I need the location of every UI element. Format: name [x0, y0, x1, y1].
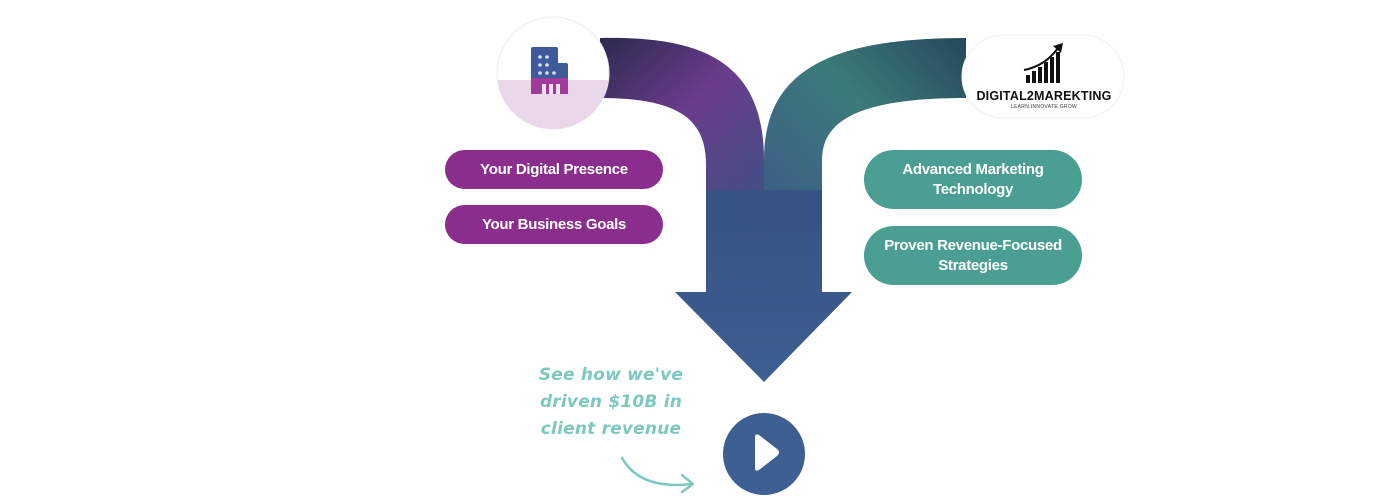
logo-tagline: LEARN.INNOVATE.GROW [1010, 104, 1078, 110]
pill-proven-revenue-strategies: Proven Revenue-Focused Strategies [864, 226, 1082, 285]
logo-name: DIGITAL2MAREKTING [976, 89, 1112, 103]
growth-bar-chart-arrow-icon [1023, 43, 1063, 83]
play-video-button[interactable] [723, 413, 805, 495]
right-arrow-branch [764, 38, 966, 200]
office-building-icon [531, 47, 568, 94]
cta-line: driven $10B in [539, 392, 683, 412]
pill-your-digital-presence: Your Digital Presence [445, 150, 663, 189]
pill-label: Proven Revenue-Focused Strategies [884, 236, 1062, 274]
cta-line: See how we've [538, 365, 684, 385]
pill-label: Your Digital Presence [480, 160, 628, 178]
pill-label: Your Business Goals [481, 215, 627, 233]
business-icon-circle [496, 16, 610, 130]
pill-your-business-goals: Your Business Goals [445, 205, 663, 244]
left-arrow-branch [600, 37, 764, 200]
merged-arrow-head [675, 190, 852, 382]
pill-label: Advanced Marketing Technology [902, 160, 1044, 198]
play-icon [755, 434, 779, 471]
pill-advanced-marketing-technology: Advanced Marketing Technology [864, 150, 1082, 209]
digital2marekting-logo-badge [961, 34, 1125, 119]
cta-line: client revenue [540, 419, 682, 439]
curved-pointer-arrow [620, 456, 695, 494]
cta-handwritten-text: See how we've driven $10B in client reve… [536, 362, 686, 443]
